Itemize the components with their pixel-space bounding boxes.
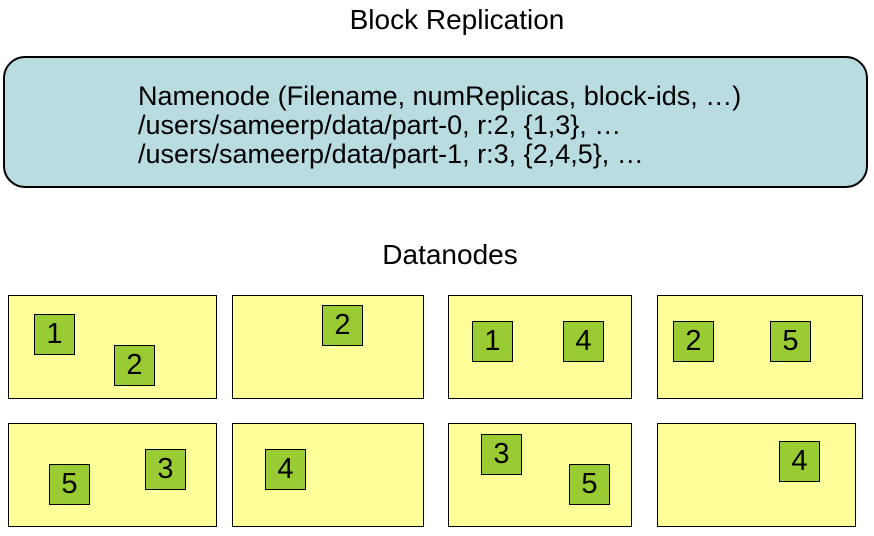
block-id-label: 2 xyxy=(334,309,351,341)
block-id-label: 5 xyxy=(782,325,799,357)
block-id-label: 5 xyxy=(581,468,598,500)
block-3: 3 xyxy=(481,434,522,475)
block-4: 4 xyxy=(265,449,306,490)
page-title: Block Replication xyxy=(349,4,565,35)
block-3: 3 xyxy=(145,449,186,490)
datanode-box-4: 2 5 xyxy=(657,295,863,399)
namenode-box: Namenode (Filename, numReplicas, block-i… xyxy=(3,56,868,188)
namenode-line-1: Namenode (Filename, numReplicas, block-i… xyxy=(138,81,742,111)
block-id-label: 2 xyxy=(685,325,702,357)
block-id-label: 1 xyxy=(46,318,63,350)
namenode-text: Namenode (Filename, numReplicas, block-i… xyxy=(138,82,741,169)
block-id-label: 3 xyxy=(157,453,174,485)
block-id-label: 4 xyxy=(575,325,592,357)
block-5: 5 xyxy=(569,464,610,505)
datanodes-heading: Datanodes xyxy=(382,239,518,270)
block-4: 4 xyxy=(779,441,820,482)
block-1: 1 xyxy=(34,314,75,355)
block-2: 2 xyxy=(322,305,363,346)
block-1: 1 xyxy=(472,321,513,362)
datanode-box-6: 4 xyxy=(232,423,424,527)
block-id-label: 3 xyxy=(493,438,510,470)
datanode-box-3: 1 4 xyxy=(448,295,632,399)
block-5: 5 xyxy=(49,464,90,505)
block-id-label: 5 xyxy=(61,468,78,500)
block-id-label: 4 xyxy=(791,445,808,477)
datanode-box-7: 3 5 xyxy=(448,423,632,527)
block-id-label: 1 xyxy=(484,325,501,357)
namenode-line-2: /users/sameerp/data/part-0, r:2, {1,3}, … xyxy=(138,110,622,140)
datanode-box-5: 5 3 xyxy=(8,423,217,527)
block-id-label: 4 xyxy=(277,453,294,485)
datanode-box-1: 1 2 xyxy=(8,295,217,399)
datanode-box-2: 2 xyxy=(232,295,424,399)
block-id-label: 2 xyxy=(126,349,143,381)
block-5: 5 xyxy=(770,321,811,362)
block-4: 4 xyxy=(563,321,604,362)
block-2: 2 xyxy=(114,345,155,386)
namenode-line-3: /users/sameerp/data/part-1, r:3, {2,4,5}… xyxy=(138,139,644,169)
datanode-box-8: 4 xyxy=(657,423,856,527)
block-2: 2 xyxy=(673,321,714,362)
